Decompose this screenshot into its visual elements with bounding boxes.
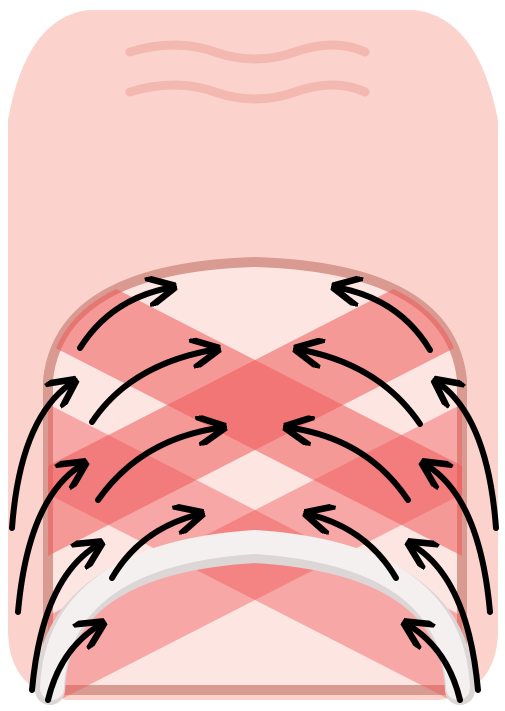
fingertip-diagram: [0, 0, 505, 711]
